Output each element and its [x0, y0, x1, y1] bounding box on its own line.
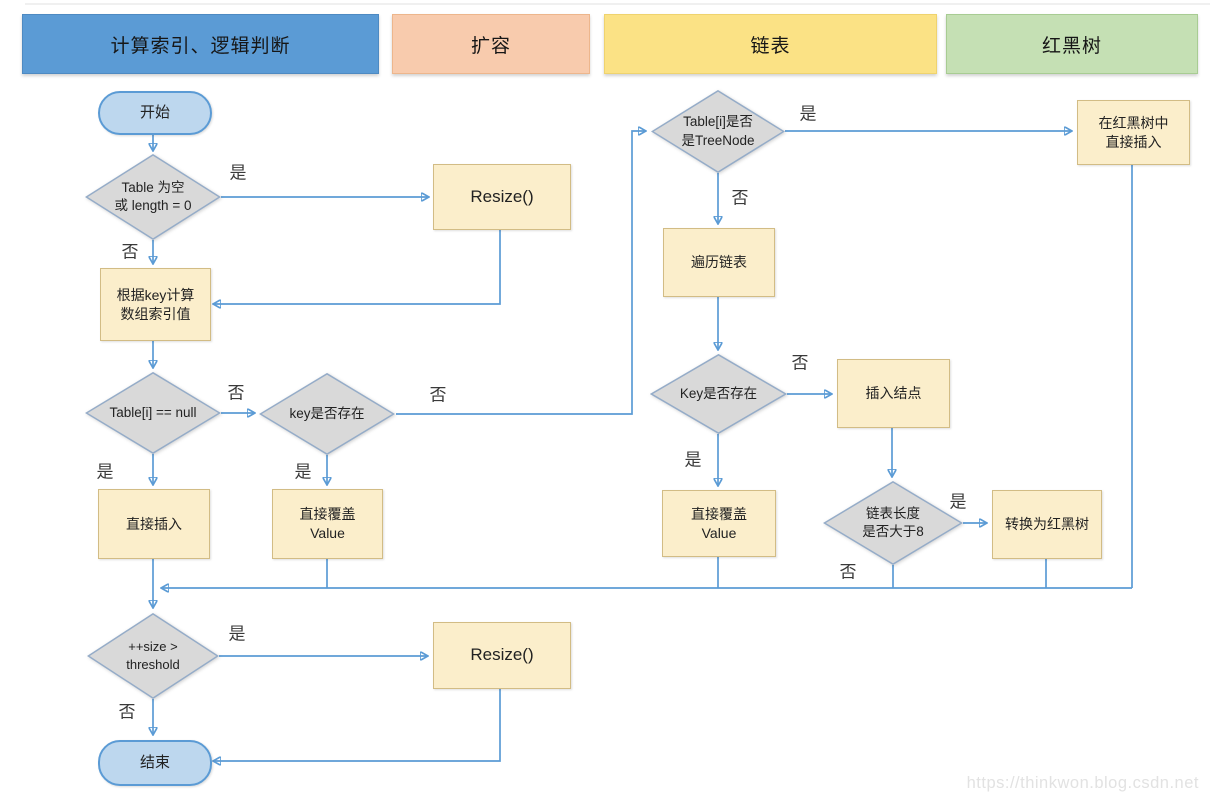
diamond-polygon — [824, 482, 961, 564]
node-traverse-list-label: 遍历链表 — [691, 254, 747, 271]
diamond-polygon — [86, 155, 219, 239]
diamond-polygon — [88, 614, 217, 698]
lane-header-index-logic-label: 计算索引、逻辑判断 — [110, 35, 291, 57]
edge-label-key-exists-2-yes: 是 — [684, 450, 702, 470]
diamond-shape — [85, 154, 221, 240]
node-start: 开始 — [98, 91, 212, 135]
watermark-text: https://thinkwon.blog.csdn.net — [966, 774, 1199, 792]
node-resize-1-label: Resize() — [470, 186, 534, 206]
diamond-shape — [650, 354, 787, 434]
lane-header-linkedlist-label: 链表 — [750, 35, 791, 57]
lane-header-resize: 扩容 — [392, 14, 590, 74]
diamond-shape — [85, 372, 221, 454]
edge-label-table-empty-no: 否 — [121, 242, 139, 262]
diamond-shape — [87, 613, 219, 699]
lane-header-rbtree: 红黑树 — [946, 14, 1198, 74]
node-end-label: 结束 — [139, 753, 170, 771]
edge-label-key-exists-2-no: 否 — [791, 353, 809, 373]
diamond-shape — [259, 373, 395, 455]
node-decision-table-i-null-label: Table[i] == null — [109, 404, 197, 420]
node-decision-is-treenode-label: Table[i]是否 是TreeNode — [681, 114, 755, 148]
node-resize-2-label: Resize() — [470, 645, 534, 665]
node-insert-node-label: 插入结点 — [865, 385, 922, 402]
edge-label-size-threshold-no: 否 — [118, 702, 136, 722]
node-calc-index-label: 根据key计算 数组索引值 — [116, 286, 195, 322]
node-traverse-list: 遍历链表 — [663, 228, 775, 297]
edge-label-list-gt8-yes: 是 — [949, 492, 967, 512]
node-decision-is-treenode: Table[i]是否 是TreeNode — [651, 90, 785, 173]
node-cover-value-1-label: 直接覆盖 Value — [299, 506, 356, 541]
node-insert-node: 插入结点 — [837, 359, 950, 428]
node-cover-value-2: 直接覆盖 Value — [662, 490, 776, 557]
edge-label-size-threshold-yes: 是 — [228, 624, 246, 644]
edge-label-is-treenode-no: 否 — [731, 188, 749, 208]
node-resize-2: Resize() — [433, 622, 571, 689]
node-decision-size-threshold: ++size > threshold — [87, 613, 219, 699]
node-end: 结束 — [98, 740, 212, 786]
node-decision-key-exists-1-label: key是否存在 — [289, 405, 365, 421]
edge-key-exists1-no-to-is-treenode — [396, 131, 645, 415]
node-decision-table-i-null: Table[i] == null — [85, 372, 221, 454]
node-cover-value-2-label: 直接覆盖 Value — [691, 505, 747, 541]
lane-header-resize-label: 扩容 — [470, 35, 511, 57]
node-to-rbtree: 转换为红黑树 — [992, 490, 1102, 559]
node-start-label: 开始 — [139, 103, 170, 121]
node-rb-insert: 在红黑树中 直接插入 — [1077, 100, 1190, 165]
edge-label-table-i-null-no: 否 — [227, 383, 245, 403]
node-decision-list-gt8-label: 链表长度 是否大于8 — [862, 505, 924, 539]
diamond-polygon — [86, 373, 219, 453]
node-decision-table-empty-label: Table 为空 或 length = 0 — [114, 179, 192, 213]
lane-header-rbtree-label: 红黑树 — [1041, 35, 1102, 57]
edge-label-is-treenode-yes: 是 — [799, 104, 817, 124]
edge-label-list-gt8-no: 否 — [839, 562, 857, 582]
edge-label-key-exists-1-no: 否 — [429, 385, 447, 405]
node-decision-size-threshold-label: ++size > threshold — [126, 639, 180, 672]
node-insert-direct-label: 直接插入 — [126, 515, 182, 532]
diamond-polygon — [651, 355, 785, 433]
diamond-shape — [823, 481, 963, 565]
edge-label-table-i-null-yes: 是 — [96, 462, 114, 482]
edge-resize1-to-calc-index — [214, 229, 501, 304]
node-decision-key-exists-2-label: Key是否存在 — [679, 385, 758, 401]
node-calc-index: 根据key计算 数组索引值 — [100, 268, 211, 341]
edge-resize2-to-end — [214, 687, 501, 761]
node-cover-value-1: 直接覆盖 Value — [272, 489, 383, 559]
node-to-rbtree-label: 转换为红黑树 — [1005, 516, 1089, 533]
lane-header-linkedlist: 链表 — [604, 14, 937, 74]
edge-label-table-empty-yes: 是 — [229, 163, 247, 183]
node-resize-1: Resize() — [433, 164, 571, 230]
node-decision-key-exists-1: key是否存在 — [259, 373, 395, 455]
diamond-shape — [651, 90, 785, 173]
diamond-polygon — [260, 374, 393, 454]
node-rb-insert-label: 在红黑树中 直接插入 — [1098, 114, 1169, 150]
node-insert-direct: 直接插入 — [98, 489, 210, 559]
node-decision-table-empty: Table 为空 或 length = 0 — [85, 154, 221, 240]
lane-header-index-logic: 计算索引、逻辑判断 — [22, 14, 379, 74]
node-decision-list-gt8: 链表长度 是否大于8 — [823, 481, 963, 565]
diamond-polygon — [652, 91, 783, 172]
edge-label-key-exists-1-yes: 是 — [294, 462, 312, 482]
node-decision-key-exists-2: Key是否存在 — [650, 354, 787, 434]
